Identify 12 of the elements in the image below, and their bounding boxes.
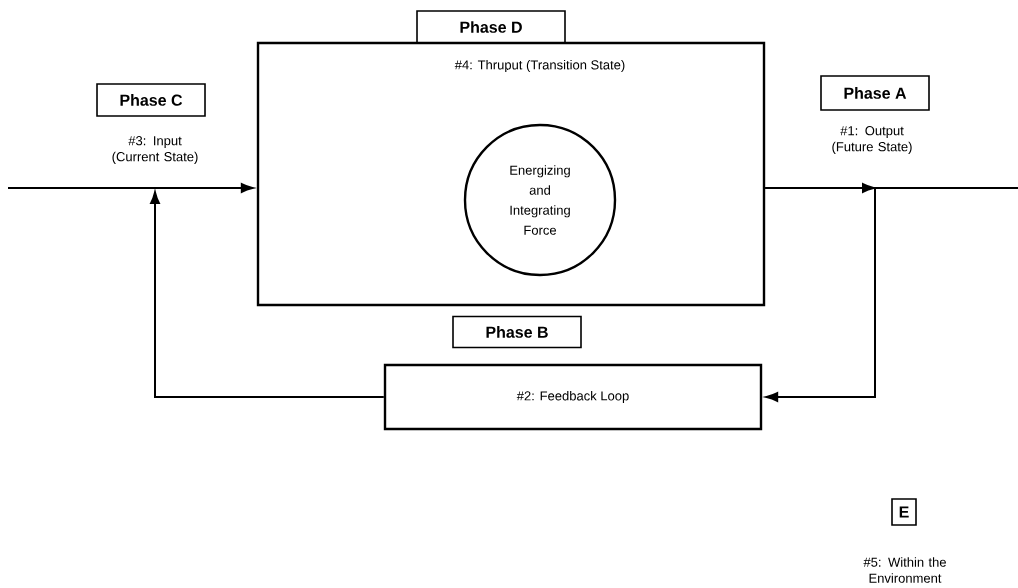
phase-label-box: Phase C	[96, 83, 206, 117]
caption-text: #5: Within the Environment	[863, 557, 946, 583]
arrow	[7, 183, 254, 193]
caption-text: #1: Output (Future State)	[832, 126, 912, 154]
process-box: #2: Feedback Loop	[383, 363, 763, 431]
phase-label-box: Phase D	[416, 10, 566, 44]
caption-text: #3: Input (Current State)	[112, 136, 198, 164]
phase-label-box: Phase A	[820, 75, 930, 111]
phase-label-box: E	[891, 498, 917, 526]
phase-label-box: Phase B	[452, 315, 582, 349]
arrow	[764, 187, 876, 402]
arrow	[150, 191, 385, 398]
